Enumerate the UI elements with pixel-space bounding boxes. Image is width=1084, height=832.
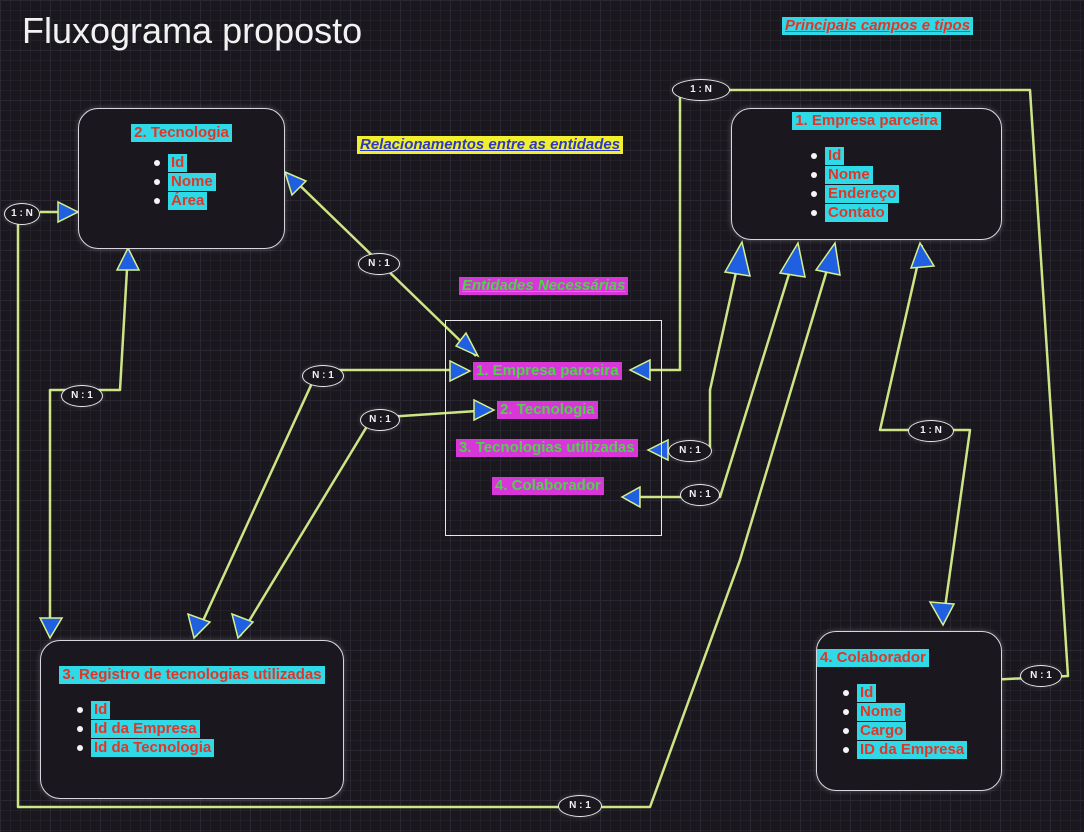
relation-badge: N : 1 <box>302 365 344 387</box>
field-item: Cargo <box>843 722 1001 740</box>
card-title: 2. Tecnologia <box>131 124 232 142</box>
arrowhead <box>38 617 64 640</box>
relation-badge: N : 1 <box>61 385 103 407</box>
relation-badge: N : 1 <box>668 440 712 462</box>
card-title: 1. Empresa parceira <box>792 112 941 130</box>
entity-tecnologia[interactable]: 2. Tecnologia <box>497 401 598 419</box>
arrowhead <box>57 200 80 224</box>
field-item: Contato <box>811 204 1001 222</box>
arrowhead <box>778 240 806 278</box>
card-colaborador[interactable]: 4. Colaborador Id Nome Cargo ID da Empre… <box>816 631 1002 791</box>
relation-badge: N : 1 <box>680 484 720 506</box>
field-item: Id <box>77 701 343 719</box>
field-item: Nome <box>843 703 1001 721</box>
relation-badge: N : 1 <box>358 253 400 275</box>
arrowhead <box>473 398 496 422</box>
arrowhead <box>283 170 308 197</box>
entity-empresa-parceira[interactable]: 1. Empresa parceira <box>473 362 622 380</box>
relation-badge: N : 1 <box>360 409 400 431</box>
connector-colaborador-empresa <box>626 244 800 499</box>
card-title: 3. Registro de tecnologias utilizadas <box>59 666 325 684</box>
connector-tecnologia-registro <box>48 251 130 636</box>
field-item: Id <box>843 684 1001 702</box>
field-item: Id <box>811 147 1001 165</box>
field-item: Nome <box>154 173 284 191</box>
relation-badge: 1 : N <box>908 420 954 442</box>
arrowhead <box>115 246 141 271</box>
card-registro-tecnologias[interactable]: 3. Registro de tecnologias utilizadas Id… <box>40 640 344 799</box>
arrowhead <box>814 241 841 276</box>
field-item: Endereço <box>811 185 1001 203</box>
relation-badge: N : 1 <box>1020 665 1062 687</box>
arrowhead <box>454 331 480 358</box>
entities-box <box>445 320 662 536</box>
label-relacionamentos: Relacionamentos entre as entidades <box>357 136 624 154</box>
arrowhead <box>230 612 255 640</box>
card-title: 4. Colaborador <box>817 649 929 667</box>
label-entidades: Entidades Necessárias <box>459 277 629 295</box>
page-title: Fluxograma proposto <box>22 10 363 51</box>
arrowhead <box>723 239 751 277</box>
relation-badge: N : 1 <box>558 795 602 817</box>
connector-entity-empresa-registro <box>194 368 467 637</box>
connector-registro-empresa <box>16 218 835 809</box>
entity-tecnologias-utilizadas[interactable]: 3. Tecnologias utilizadas <box>456 439 638 457</box>
field-item: Id da Empresa <box>77 720 343 738</box>
relation-badge: 1 : N <box>4 203 40 225</box>
card-empresa-parceira[interactable]: 1. Empresa parceira Id Nome Endereço Con… <box>731 108 1002 240</box>
arrowhead <box>186 612 212 640</box>
field-item: Área <box>154 192 284 210</box>
field-item: Id da Tecnologia <box>77 739 343 757</box>
arrowhead <box>449 359 472 383</box>
arrowhead <box>628 358 651 382</box>
label-principais-campos: Principais campos e tipos <box>782 17 974 35</box>
relation-badge: 1 : N <box>672 79 730 101</box>
arrowhead <box>909 241 936 269</box>
connector-tu-empresa <box>650 244 744 452</box>
arrowhead <box>620 485 641 509</box>
entity-colaborador[interactable]: 4. Colaborador <box>492 477 604 495</box>
card-tecnologia[interactable]: 2. Tecnologia Id Nome Área <box>78 108 285 249</box>
field-item: Id <box>154 154 284 172</box>
field-item: ID da Empresa <box>843 741 1001 759</box>
field-item: Nome <box>811 166 1001 184</box>
arrowhead <box>928 601 956 627</box>
